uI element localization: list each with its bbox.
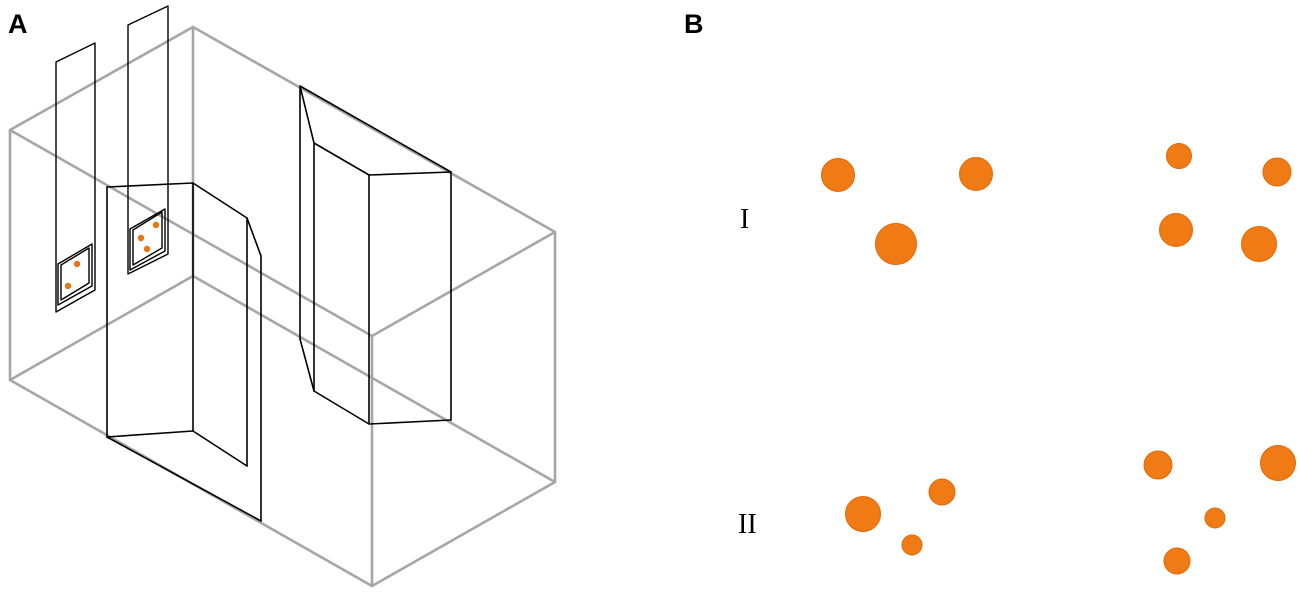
room-top-face — [8, 25, 557, 338]
stimulus-card-1 — [55, 42, 96, 313]
panel-b: B I II — [684, 9, 1296, 575]
stimulus-card-2 — [127, 5, 169, 275]
dot — [1143, 450, 1173, 480]
dot — [1241, 226, 1277, 262]
dot — [821, 158, 855, 192]
dot — [901, 534, 923, 556]
stimulus-card-1-panel-inner — [60, 247, 90, 301]
stimulus-card-2-dot — [152, 221, 160, 229]
panel-a: A — [8, 5, 557, 588]
partition-wall-2-bottom — [299, 338, 452, 425]
partition-wall-1-top — [106, 182, 262, 257]
stimulus-card-1-panel — [57, 243, 93, 306]
stimulus-card-2-dot — [143, 245, 151, 253]
dot — [1262, 157, 1292, 187]
stimulus-card-2-panel — [129, 208, 166, 271]
dot — [1163, 547, 1191, 575]
stimulus-card-2-panel-inner — [132, 211, 163, 266]
dot — [1204, 507, 1226, 529]
partition-wall-1 — [106, 182, 262, 522]
panel-b-label: B — [684, 9, 704, 39]
row-label-i: I — [740, 204, 749, 235]
stimulus-row-i: I — [740, 143, 1292, 265]
stimulus-pattern-ii-left — [845, 478, 956, 556]
stimulus-pattern-i-left — [821, 157, 993, 265]
dot — [1159, 213, 1193, 247]
stimulus-card-2-frame — [127, 5, 169, 275]
row-label-ii: II — [738, 509, 757, 540]
dot — [1166, 143, 1192, 169]
panel-a-label: A — [8, 9, 28, 39]
stimulus-pattern-ii-right — [1143, 445, 1296, 575]
stimulus-card-1-frame — [55, 42, 96, 313]
stimulus-card-2-dot — [137, 234, 145, 242]
stimulus-pattern-i-right — [1159, 143, 1292, 262]
stimulus-card-1-dot — [73, 260, 81, 268]
room-bottom-face — [8, 274, 557, 588]
room-box — [8, 25, 557, 588]
dot — [959, 157, 993, 191]
dot — [1260, 445, 1296, 481]
stimulus-card-1-dot — [64, 282, 72, 290]
dot — [845, 496, 881, 532]
partition-wall-1-bottom — [106, 430, 262, 522]
dot — [928, 478, 956, 506]
partition-wall-2 — [299, 85, 452, 425]
stimulus-row-ii: II — [738, 445, 1296, 575]
dot — [875, 223, 917, 265]
